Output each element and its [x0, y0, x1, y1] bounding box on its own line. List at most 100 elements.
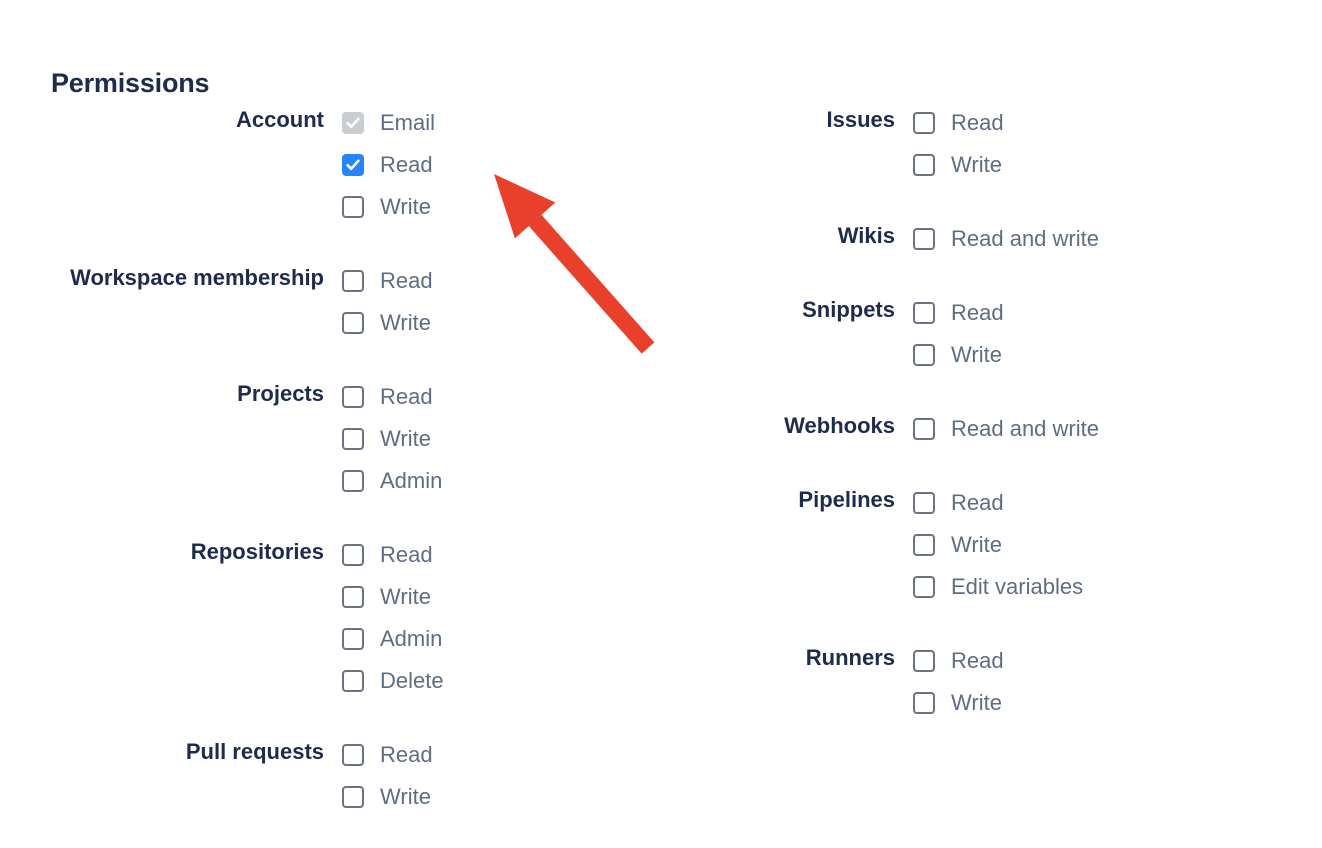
option-row-pipelines-edit-variables[interactable]: Edit variables [913, 566, 1240, 608]
group-label-issues: Issues [826, 107, 896, 132]
option-row-workspace-membership-read[interactable]: Read [342, 260, 520, 302]
checkbox-account-email [342, 112, 364, 134]
group-label-repositories: Repositories [190, 539, 324, 564]
option-label-account-write: Write [380, 194, 431, 219]
checkbox-workspace-membership-write[interactable] [342, 312, 364, 334]
option-label-repositories-read: Read [380, 542, 433, 567]
option-label-projects-read: Read [380, 384, 433, 409]
option-label-snippets-write: Write [951, 342, 1002, 367]
group-label-account: Account [236, 107, 324, 132]
group-label-webhooks: Webhooks [784, 413, 895, 438]
group-label-runners: Runners [805, 645, 895, 670]
checkbox-wikis-read-and-write[interactable] [913, 228, 935, 250]
option-row-pull-requests-read[interactable]: Read [342, 734, 520, 776]
option-row-pipelines-read[interactable]: Read [913, 482, 1240, 524]
checkbox-runners-write[interactable] [913, 692, 935, 714]
group-label-pipelines: Pipelines [798, 487, 895, 512]
checkbox-issues-read[interactable] [913, 112, 935, 134]
group-label-projects: Projects [237, 381, 324, 406]
checkbox-account-write[interactable] [342, 196, 364, 218]
option-row-account-read[interactable]: Read [342, 144, 520, 186]
option-label-repositories-admin: Admin [380, 626, 443, 651]
option-label-account-read: Read [380, 152, 433, 177]
check-icon [346, 116, 360, 130]
option-row-projects-read[interactable]: Read [342, 376, 520, 418]
option-label-projects-write: Write [380, 426, 431, 451]
option-label-projects-admin: Admin [380, 468, 443, 493]
option-label-pipelines-write: Write [951, 532, 1002, 557]
options-list-wikis: Read and write [913, 216, 1240, 260]
checkbox-repositories-admin[interactable] [342, 628, 364, 650]
option-label-issues-write: Write [951, 152, 1002, 177]
checkbox-projects-write[interactable] [342, 428, 364, 450]
option-row-repositories-delete[interactable]: Delete [342, 660, 520, 702]
option-row-pipelines-write[interactable]: Write [913, 524, 1240, 566]
option-row-runners-read[interactable]: Read [913, 640, 1240, 682]
option-row-account-email[interactable]: Email [342, 102, 520, 144]
option-row-runners-write[interactable]: Write [913, 682, 1240, 724]
option-label-issues-read: Read [951, 110, 1004, 135]
checkbox-runners-read[interactable] [913, 650, 935, 672]
option-row-repositories-read[interactable]: Read [342, 534, 520, 576]
checkbox-snippets-write[interactable] [913, 344, 935, 366]
checkbox-projects-admin[interactable] [342, 470, 364, 492]
checkbox-pull-requests-read[interactable] [342, 744, 364, 766]
option-row-issues-write[interactable]: Write [913, 144, 1240, 186]
option-label-workspace-membership-write: Write [380, 310, 431, 335]
option-label-pull-requests-write: Write [380, 784, 431, 809]
option-label-pipelines-read: Read [951, 490, 1004, 515]
checkbox-snippets-read[interactable] [913, 302, 935, 324]
option-label-pull-requests-read: Read [380, 742, 433, 767]
checkbox-projects-read[interactable] [342, 386, 364, 408]
option-label-account-email: Email [380, 110, 436, 135]
checkbox-account-read[interactable] [342, 154, 364, 176]
option-row-projects-write[interactable]: Write [342, 418, 520, 460]
option-row-pull-requests-write[interactable]: Write [342, 776, 520, 818]
checkbox-pipelines-write[interactable] [913, 534, 935, 556]
checkbox-workspace-membership-read[interactable] [342, 270, 364, 292]
option-row-webhooks-read-and-write[interactable]: Read and write [913, 408, 1240, 450]
group-label-pull-requests: Pull requests [185, 739, 324, 764]
option-label-runners-write: Write [951, 690, 1002, 715]
check-icon [346, 158, 360, 172]
option-row-projects-admin[interactable]: Admin [342, 460, 520, 502]
option-row-snippets-write[interactable]: Write [913, 334, 1240, 376]
option-row-repositories-write[interactable]: Write [342, 576, 520, 618]
group-label-workspace-membership: Workspace membership [70, 265, 324, 290]
permission-group-webhooks: Webhooks Read and write [640, 406, 1240, 450]
checkbox-issues-write[interactable] [913, 154, 935, 176]
option-row-workspace-membership-write[interactable]: Write [342, 302, 520, 344]
checkbox-repositories-write[interactable] [342, 586, 364, 608]
option-row-wikis-read-and-write[interactable]: Read and write [913, 218, 1240, 260]
group-label-snippets: Snippets [802, 297, 895, 322]
option-row-snippets-read[interactable]: Read [913, 292, 1240, 334]
option-label-repositories-write: Write [380, 584, 431, 609]
checkbox-pipelines-edit-variables[interactable] [913, 576, 935, 598]
option-row-issues-read[interactable]: Read [913, 102, 1240, 144]
checkbox-webhooks-read-and-write[interactable] [913, 418, 935, 440]
option-row-account-write[interactable]: Write [342, 186, 520, 228]
checkbox-pipelines-read[interactable] [913, 492, 935, 514]
option-label-webhooks-read-and-write: Read and write [951, 416, 1099, 441]
checkbox-repositories-read[interactable] [342, 544, 364, 566]
option-row-repositories-admin[interactable]: Admin [342, 618, 520, 660]
option-label-repositories-delete: Delete [380, 668, 444, 693]
checkbox-pull-requests-write[interactable] [342, 786, 364, 808]
checkbox-repositories-delete[interactable] [342, 670, 364, 692]
